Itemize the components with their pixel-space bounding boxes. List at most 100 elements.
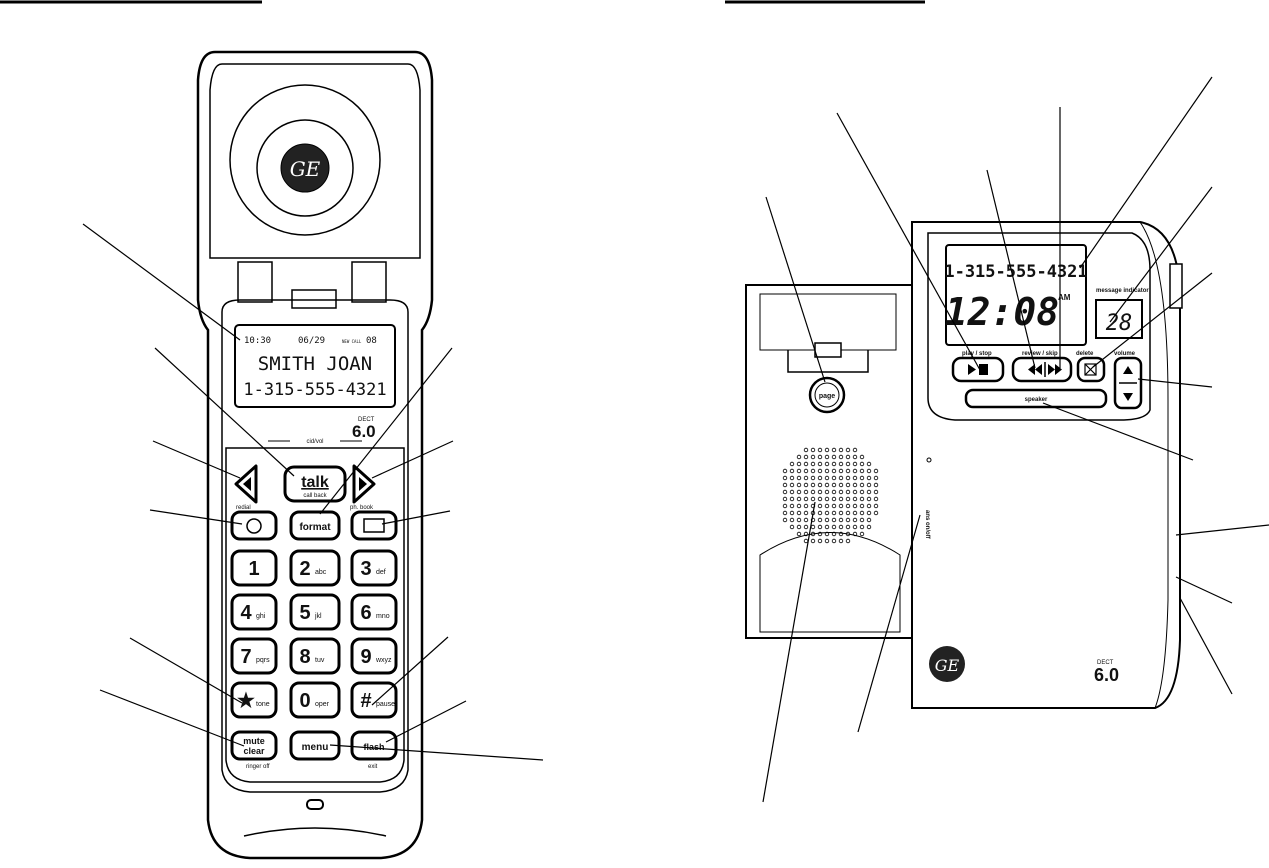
flash-button[interactable]: flash [350,730,398,761]
grille-hole [796,531,802,537]
keypad-panel [225,447,405,783]
callout-pound [371,636,449,706]
message-count: 28 [1106,311,1133,336]
grille-hole [866,524,872,530]
key-tone[interactable]: ★tone [230,681,278,719]
grille-hole [831,475,837,481]
phonebook-button[interactable] [350,510,398,541]
volume-label: volume [1114,351,1136,357]
grille-hole [852,489,858,495]
mute-button[interactable]: mute clear [230,730,278,761]
grille-hole [852,524,858,530]
base-dect-value: 6.0 [1094,665,1119,685]
base-lcd-ampm: AM [1058,293,1071,302]
speaker-button[interactable]: speaker [964,388,1108,409]
page-button[interactable]: page [808,376,846,414]
grille-hole [803,510,809,516]
grille-hole [831,461,837,467]
grille-hole [803,496,809,502]
key-letters: abc [315,569,327,576]
volume-down-icon [1123,393,1133,401]
grille-hole [796,489,802,495]
handset-base-curve [243,827,387,837]
grille-hole [789,461,795,467]
grille-hole [852,468,858,474]
delete-label: delete [1076,351,1094,357]
dect-badge: DECT [358,417,375,423]
base: page 1-315-555-4321 12:08 AM message ind… [745,221,1183,709]
grille-hole [859,524,865,530]
callout-lcd [82,223,241,341]
grille-hole [789,475,795,481]
grille-hole [859,503,865,509]
grille-hole [817,517,823,523]
callout-menu [329,744,544,761]
clear-label: clear [243,746,265,756]
grille-hole [831,510,837,516]
handset-lcd [234,324,396,408]
grille-hole [817,510,823,516]
grille-hole [817,524,823,530]
delete-icon [1084,363,1097,376]
grille-hole [782,489,788,495]
skip-icon [1048,364,1062,375]
review-skip-label: review / skip [1022,351,1058,357]
grille-hole [824,482,830,488]
grille-hole [852,482,858,488]
lcd-status-calls: 08 [366,336,377,346]
grille-hole [782,496,788,502]
cradle-inner [759,293,897,351]
key-pause[interactable]: #pause [350,681,398,719]
key-letters: tone [256,701,270,708]
grille-hole [859,496,865,502]
handset: GE 10:30 06/29 NEW CALL 08 SMITH JOAN 1-… [196,50,434,860]
grille-hole [859,482,865,488]
format-button[interactable]: format [289,510,341,541]
callout-side-1 [1175,524,1269,536]
exit-label: exit [368,764,378,770]
grille-hole [782,510,788,516]
grille-hole [817,531,823,537]
handset-face [221,299,409,793]
callout-mute [99,689,245,747]
redial-button[interactable] [230,510,278,541]
grille-hole [803,524,809,530]
callout-left-arrow [152,440,241,479]
grille-hole [789,517,795,523]
review-skip-button[interactable] [1011,356,1073,383]
mute-label: mute [243,736,265,746]
handset-flip [209,63,421,259]
volume-button[interactable] [1113,356,1143,410]
grille-hole [838,482,844,488]
right-arrow-button[interactable] [352,464,376,504]
callout-flash [385,700,467,743]
grille-hole [796,524,802,530]
grille-hole [796,454,802,460]
grille-hole [831,503,837,509]
grille-hole [796,496,802,502]
volume-up-icon [1123,366,1133,374]
grille-hole [831,482,837,488]
grille-hole [845,447,851,453]
lcd-status-date: 06/29 [298,336,325,346]
grille-hole [824,517,830,523]
left-arrow-button[interactable] [234,464,258,504]
grille-hole [831,496,837,502]
talk-button[interactable]: talk call back [283,465,347,503]
dect-value: 6.0 [352,422,376,441]
callout-review [986,169,1036,369]
play-stop-button[interactable] [951,356,1005,383]
grille-hole [810,482,816,488]
grille-hole [803,461,809,467]
key-1[interactable]: 1 [230,549,278,587]
